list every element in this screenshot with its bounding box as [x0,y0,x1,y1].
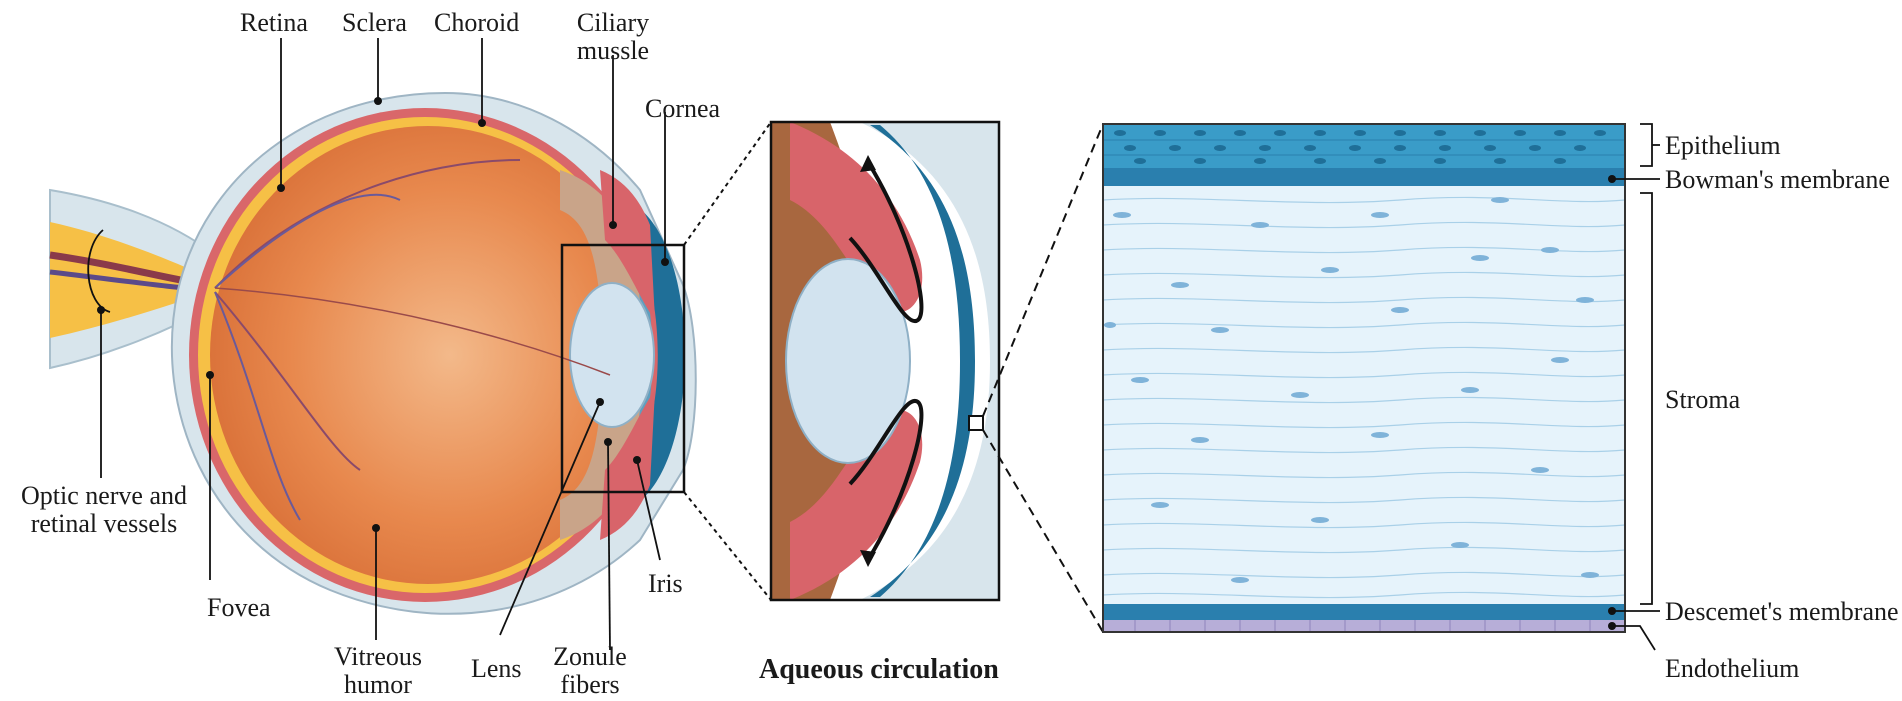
descemet-membrane-layer [1103,604,1625,620]
aqueous-inset [769,120,1001,602]
vitreous-body [210,126,646,584]
label-retina: Retina [240,8,308,37]
aqueous-flow-arrow [848,398,924,562]
label-optic-nerve: Optic nerve and retinal vessels [0,482,208,538]
bowman-membrane-layer [1103,168,1625,186]
zoom-box [560,243,686,494]
ciliary-body [560,170,640,300]
label-bowman-membrane: Bowman's membrane [1665,165,1890,194]
aqueous-inset-frame [769,120,1001,602]
stroma-layer [1103,186,1625,604]
label-sclera: Sclera [342,8,407,37]
label-fovea: Fovea [207,593,271,622]
keratocytes [1104,197,1599,583]
epithelium-cells [1114,130,1606,164]
aqueous-flow-arrow [848,160,924,324]
cornea-zoom-connectors [982,123,1104,633]
label-cornea: Cornea [645,94,721,123]
epithelium-layer [1103,124,1625,168]
label-ciliary-muscle: Ciliary mussle [560,9,666,65]
endothelium-layer [1103,620,1625,632]
stroma-fibers [1103,196,1625,599]
label-zonule-line1: Zonule [553,642,627,671]
label-epithelium: Epithelium [1665,131,1781,160]
endothelium-cells [1134,620,1591,632]
retinal-vessels [214,159,611,521]
ciliary-body [560,410,640,540]
label-ciliary-line1: Ciliary [576,8,650,37]
ciliary-muscle [600,390,655,540]
label-endothelium: Endothelium [1665,654,1800,683]
label-vitreous-line2: humor [344,670,412,699]
leader-lines [87,38,666,651]
label-descemet-membrane: Descemet's membrane [1665,597,1899,626]
label-optic-line1: Optic nerve and [20,481,188,510]
leader-dots [97,97,669,532]
label-vitreous-line1: Vitreous [334,642,422,671]
label-zonule-line2: fibers [560,670,620,699]
cornea-layers-frame [1102,123,1626,633]
label-optic-line2: retinal vessels [30,509,178,538]
label-stroma: Stroma [1665,385,1741,414]
label-vitreous-humor: Vitreous humor [318,643,438,699]
eye-cross-section [49,91,697,615]
inset-title: Aqueous circulation [759,654,999,685]
label-zonule-fibers: Zonule fibers [540,643,640,699]
label-ciliary-line2: mussle [576,36,650,65]
label-lens: Lens [471,654,522,683]
label-iris: Iris [648,569,683,598]
zoom-connectors [683,121,772,601]
cornea-shape [615,200,685,510]
lens-shape [569,282,655,428]
label-choroid: Choroid [434,8,520,37]
cornea-layers-diagram [1102,123,1660,651]
layer-brackets [1612,123,1660,651]
